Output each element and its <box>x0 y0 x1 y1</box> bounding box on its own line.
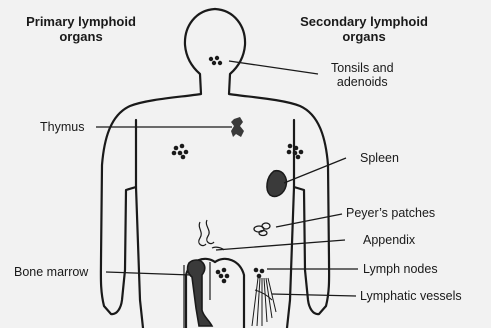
bone-marrow-label: Bone marrow <box>14 265 88 279</box>
tonsils-label-line-1: Tonsils and <box>331 61 394 75</box>
primary-header-line-2: organs <box>22 29 140 44</box>
tonsils-label-line-2: adenoids <box>331 75 394 89</box>
intestine-sketch <box>199 220 224 250</box>
bone-marrow-organ <box>188 260 212 326</box>
tonsils-dots <box>209 56 222 65</box>
lymph-nodes-label: Lymph nodes <box>363 262 438 276</box>
thymus-organ <box>231 117 244 137</box>
appendix-label: Appendix <box>363 233 415 247</box>
tonsils-label: Tonsils and adenoids <box>331 61 394 89</box>
spleen-organ <box>267 171 286 197</box>
secondary-organs-header: Secondary lymphoid organs <box>294 14 434 44</box>
lymphatic-vessels-organ <box>252 278 276 326</box>
secondary-header-line-1: Secondary lymphoid <box>294 14 434 29</box>
axillary-lymph-dots <box>172 144 304 160</box>
secondary-header-line-2: organs <box>294 29 434 44</box>
lymph-node-dots <box>216 268 265 284</box>
peyers-patches-label: Peyer’s patches <box>346 206 435 220</box>
lymphatic-vessels-label: Lymphatic vessels <box>360 289 462 303</box>
primary-organs-header: Primary lymphoid organs <box>22 14 140 44</box>
peyers-patches-organ <box>254 223 270 236</box>
primary-header-line-1: Primary lymphoid <box>22 14 140 29</box>
thymus-label: Thymus <box>40 120 84 134</box>
spleen-label: Spleen <box>360 151 399 165</box>
